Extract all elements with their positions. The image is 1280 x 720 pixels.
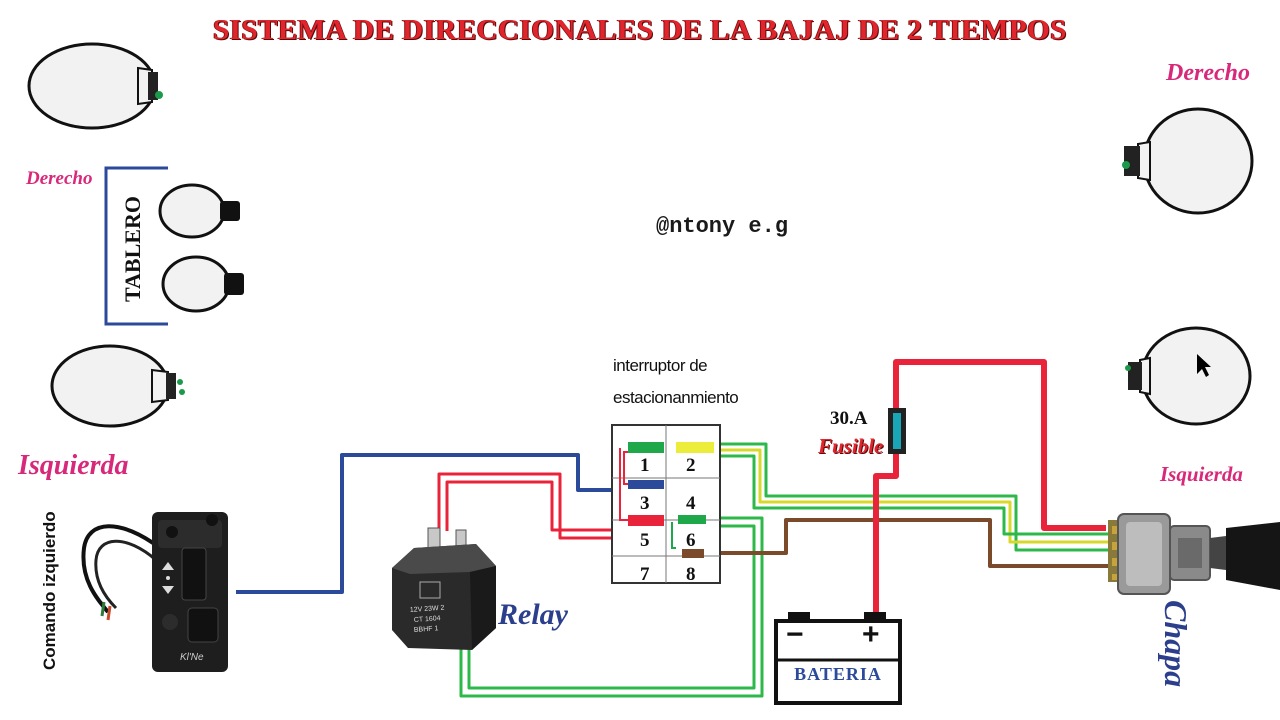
wire-green-relay-b [467,524,756,690]
fuse-icon [888,408,906,454]
battery-minus: − [786,618,804,651]
relay-print-1: 12V 23W 2 [410,605,445,614]
terminal-6: 6 [686,530,696,551]
relay-print-3: BBHF 1 [414,625,439,634]
battery-label: BATERIA [794,664,882,684]
comando-brand: Kl'Ne [180,652,204,663]
tablero-bracket [104,166,168,326]
label-relay: Relay [498,598,568,631]
battery-plus: + [862,618,880,651]
bulb-icon-tablero-top [158,183,240,239]
wire-red-relay-b [445,480,620,532]
label-isquierda-left: Isquierda [18,450,129,481]
label-derecho-left: Derecho [26,168,93,189]
wire-green-relay-a [459,516,764,698]
wire-red-chapa [893,359,1106,531]
wire-red-fuse [873,452,899,612]
terminal-4: 4 [686,493,696,514]
label-tablero: TABLERO [120,196,145,302]
wire-red-relay-a [437,472,620,540]
fuse-rating: 30.A [830,408,868,429]
wire-green-chapa [720,442,1112,552]
cursor-icon [1197,354,1211,377]
label-chapa: Chapa [1158,600,1194,688]
terminal-8: 8 [686,564,696,585]
terminal-3: 3 [640,493,650,514]
bulb-icon-rear-left [50,344,185,428]
terminal-5: 5 [640,530,650,551]
wire-blue-comando [236,453,636,594]
terminal-7: 7 [640,564,650,585]
bulb-icon-rear-right [1125,326,1252,426]
bulb-icon-tablero-bottom [161,255,244,313]
bulb-icon-front-left [27,42,163,130]
bulb-icon-front-right [1122,107,1254,215]
wire-yellow-chapa [720,448,1112,544]
relay-print-2: CT 1604 [414,615,441,624]
terminal-2: 2 [686,455,696,476]
wire-brown-chapa [700,518,1112,568]
watermark: @ntony e.g [656,214,789,239]
battery-icon [774,612,902,705]
ignition-key-icon [1108,513,1280,595]
relay-icon: 12V 23W 2 CT 1604 BBHF 1 [392,527,496,650]
terminal-1: 1 [640,455,650,476]
label-derecho-top-right: Derecho [1166,60,1250,86]
switch-module-icon: Kl'Ne [81,512,228,672]
diagram-title: SISTEMA DE DIRECCIONALES DE LA BAJAJ DE … [213,14,1067,46]
switch-title-line2: estacionanmiento [613,388,739,407]
fuse-label: Fusible [818,434,884,458]
parking-switch [611,424,721,584]
switch-title-line1: interruptor de [613,356,708,375]
label-comando: Comando izquierdo [40,511,59,670]
label-isquierda-right: Isquierda [1160,462,1243,486]
